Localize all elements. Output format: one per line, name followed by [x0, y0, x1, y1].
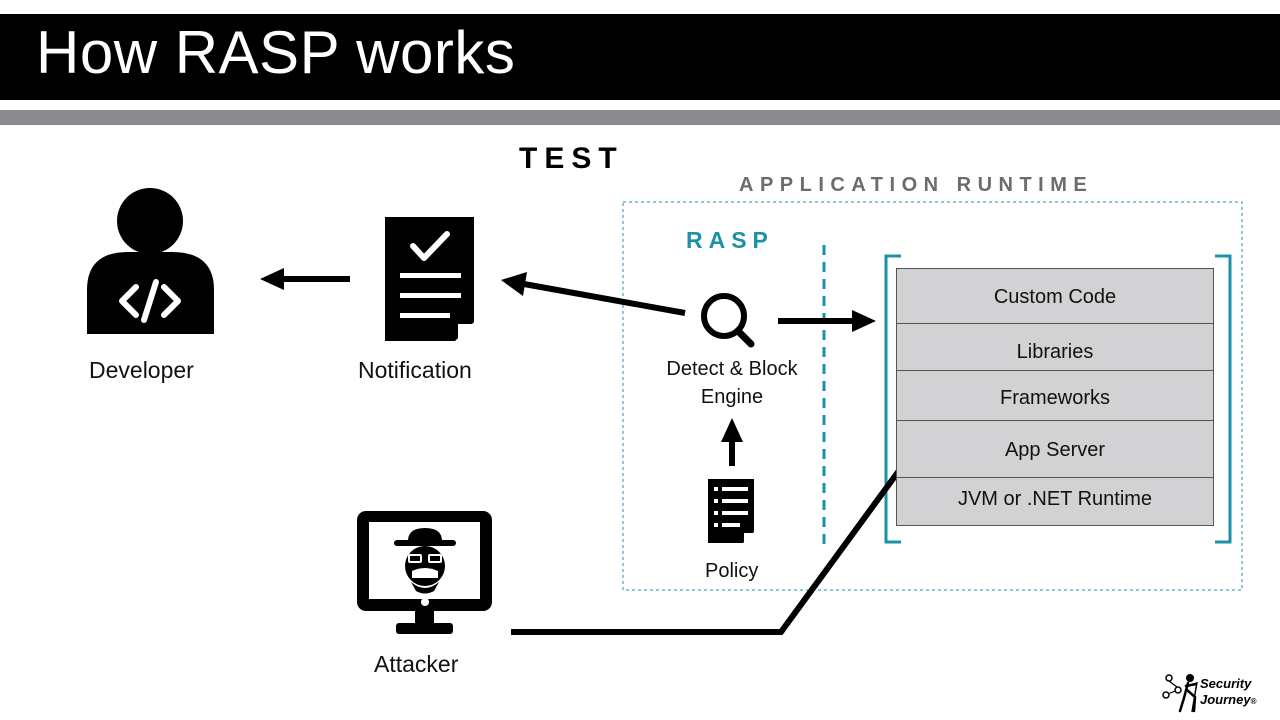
stack-layer-libraries: Libraries — [897, 323, 1213, 370]
developer-icon — [87, 188, 214, 334]
stack-layer-app-server: App Server — [897, 420, 1213, 477]
engine-label-line2: Engine — [700, 386, 764, 408]
attacker-label: Attacker — [374, 651, 459, 677]
rasp-label: RASP — [686, 227, 774, 253]
title-divider-band — [0, 110, 1280, 125]
application-runtime-boundary — [622, 201, 1243, 591]
logo-line1: Security — [1200, 676, 1252, 691]
arrow-to-developer — [260, 268, 350, 290]
runtime-stack: Custom Code Libraries Frameworks App Ser… — [896, 268, 1214, 526]
logo-line2: Journey — [1200, 692, 1251, 707]
logo-line2-wrap: Journey® — [1200, 692, 1256, 710]
title-bar — [0, 14, 1280, 100]
runtime-bracket-left — [884, 254, 901, 544]
arrow-to-notification — [501, 272, 686, 316]
runtime-bracket-right — [1215, 254, 1232, 544]
arrow-to-runtime — [778, 310, 876, 332]
stack-layer-frameworks: Frameworks — [897, 370, 1213, 420]
notification-document-icon — [385, 217, 474, 341]
attacker-monitor-icon — [357, 511, 492, 634]
application-runtime-label: APPLICATION RUNTIME — [739, 174, 1094, 196]
notification-label: Notification — [358, 357, 472, 383]
security-journey-logo-mark — [1162, 674, 1198, 713]
developer-label: Developer — [89, 357, 194, 383]
arrow-policy-to-engine — [721, 418, 743, 466]
policy-label: Policy — [705, 560, 759, 582]
slide-title: How RASP works — [36, 19, 516, 86]
stack-layer-runtime: JVM or .NET Runtime — [897, 477, 1213, 526]
magnifier-icon — [701, 293, 755, 348]
logo-registered-mark: ® — [1250, 697, 1257, 706]
policy-document-icon — [708, 479, 754, 543]
stack-layer-custom-code: Custom Code — [993, 286, 1117, 308]
engine-label: Detect & Block Engine — [652, 355, 812, 411]
test-label: TEST — [519, 142, 624, 175]
security-journey-logo: Security Journey® — [1200, 676, 1256, 710]
engine-label-line1: Detect & Block — [666, 358, 798, 380]
